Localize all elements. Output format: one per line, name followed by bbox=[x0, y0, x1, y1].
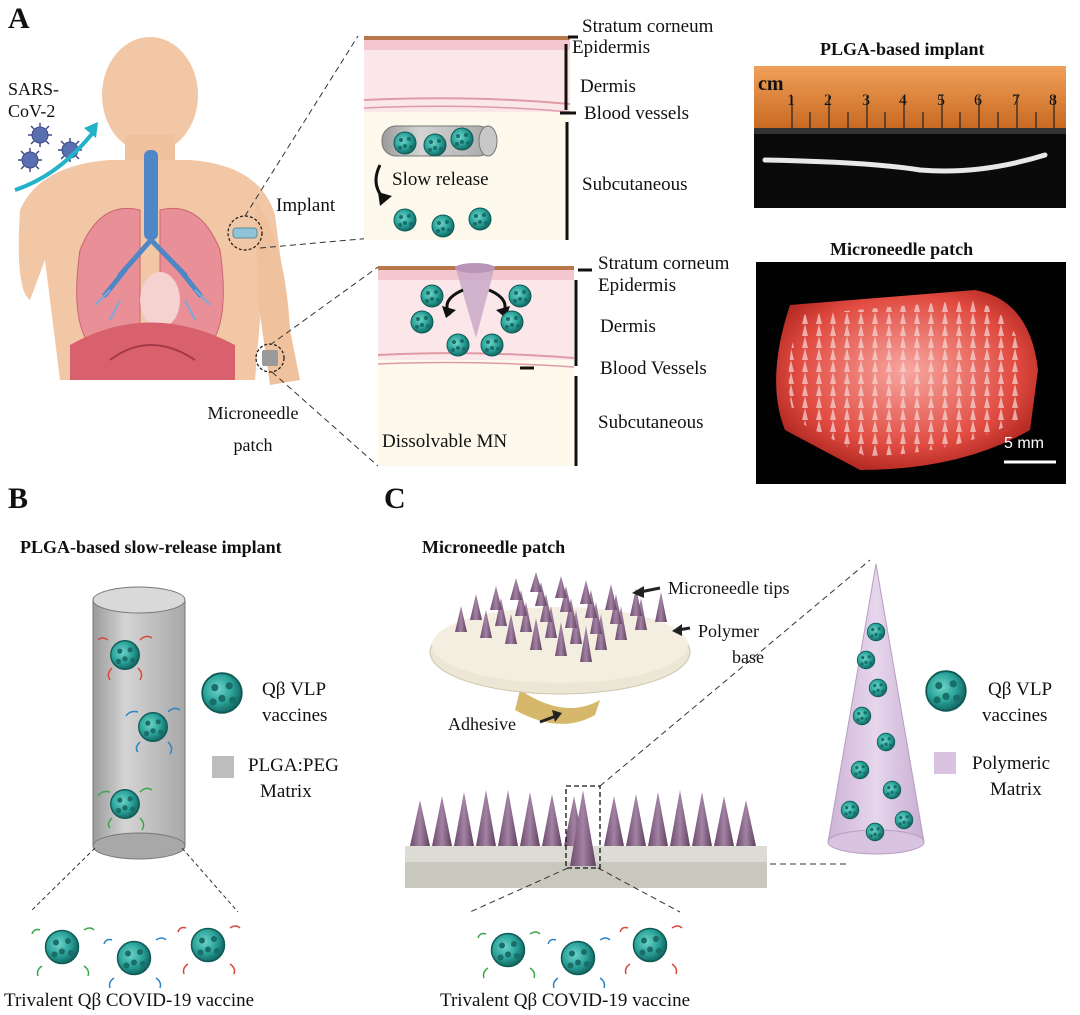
photo-title-plga-implant: PLGA-based implant bbox=[820, 39, 985, 59]
label-stratum-corneum-top: Stratum corneum bbox=[582, 16, 714, 37]
vlp-particle-icon bbox=[925, 670, 967, 712]
photo-title-microneedle-patch: Microneedle patch bbox=[830, 239, 974, 259]
panel-b-title: PLGA-based slow-release implant bbox=[20, 537, 282, 557]
panel-b-caption: Trivalent Qβ COVID-19 vaccine bbox=[4, 990, 255, 1011]
label-polymer-base-line2: base bbox=[732, 647, 764, 667]
legend-vlp-c-line2: vaccines bbox=[982, 705, 1048, 726]
ruler-tick-7: 7 bbox=[1012, 92, 1020, 109]
label-polymer-base-line1: Polymer bbox=[698, 621, 759, 641]
trivalent-vaccine-particles-c bbox=[477, 925, 683, 989]
layer-brackets-bottom bbox=[520, 268, 592, 466]
ruler-tick-2: 2 bbox=[824, 92, 832, 109]
panel-c-title: Microneedle patch bbox=[422, 537, 566, 557]
microneedle-label-line1: Microneedle bbox=[207, 403, 299, 423]
ruler-tick-6: 6 bbox=[974, 92, 982, 109]
virus-icon bbox=[17, 122, 83, 173]
microneedle-label-line2: patch bbox=[233, 435, 273, 455]
label-blood-vessels-bottom: Blood Vessels bbox=[600, 358, 707, 379]
label-epidermis-bottom: Epidermis bbox=[598, 275, 677, 296]
legend-matrix-b-line2: Matrix bbox=[260, 781, 312, 802]
ruler-unit: cm bbox=[758, 73, 784, 95]
microneedle-array-side bbox=[405, 785, 767, 888]
legend-matrix-c-line1: Polymeric bbox=[972, 753, 1051, 774]
ruler-tick-4: 4 bbox=[899, 92, 907, 109]
cone-icon bbox=[827, 563, 925, 855]
polymeric-matrix-swatch bbox=[934, 752, 956, 774]
panel-letter-b: B bbox=[8, 482, 29, 515]
legend-vlp-b-line2: vaccines bbox=[262, 705, 328, 726]
ruler-tick-5: 5 bbox=[937, 92, 945, 109]
label-subcutaneous-top: Subcutaneous bbox=[582, 174, 688, 195]
ruler-tick-1: 1 bbox=[787, 92, 795, 109]
arrow-icon bbox=[84, 122, 98, 138]
layer-brackets-top bbox=[560, 35, 578, 240]
legend-matrix-b-line1: PLGA:PEG bbox=[248, 755, 339, 776]
plga-implant-cylinder bbox=[92, 586, 186, 860]
arrow-icon bbox=[539, 586, 691, 724]
plga-matrix-swatch bbox=[212, 756, 234, 778]
ruler-tick-3: 3 bbox=[862, 92, 870, 109]
zoom-connectors-c bbox=[469, 559, 871, 913]
vlp-particle-icon bbox=[201, 672, 243, 714]
label-subcutaneous-bottom: Subcutaneous bbox=[598, 412, 704, 433]
legend-vlp-c-line1: Qβ VLP bbox=[988, 679, 1053, 700]
zoom-connectors-b bbox=[29, 847, 239, 913]
label-adhesive: Adhesive bbox=[448, 714, 516, 734]
label-microneedle-tips: Microneedle tips bbox=[668, 578, 790, 598]
panel-letter-a: A bbox=[8, 2, 30, 35]
zoom-connectors bbox=[244, 35, 379, 467]
skin-section-implant bbox=[363, 36, 571, 240]
label-dermis-bottom: Dermis bbox=[600, 316, 656, 337]
label-stratum-corneum-bottom: Stratum corneum bbox=[598, 253, 730, 274]
label-slow-release: Slow release bbox=[392, 169, 489, 190]
scale-bar-label: 5 mm bbox=[1004, 435, 1044, 452]
trivalent-vaccine-particles-b bbox=[31, 925, 241, 989]
ruler-tick-8: 8 bbox=[1049, 92, 1057, 109]
label-dissolvable-mn: Dissolvable MN bbox=[382, 431, 508, 452]
photo-plga-implant bbox=[754, 66, 1066, 208]
legend-matrix-c-line2: Matrix bbox=[990, 779, 1042, 800]
panel-letter-c: C bbox=[384, 482, 406, 515]
legend-vlp-b-line1: Qβ VLP bbox=[262, 679, 327, 700]
panel-c-caption: Trivalent Qβ COVID-19 vaccine bbox=[440, 990, 691, 1011]
implant-label: Implant bbox=[276, 195, 336, 216]
virus-label-line1: SARS- bbox=[8, 79, 60, 99]
virus-label-line2: CoV-2 bbox=[8, 101, 56, 121]
human-body-illustration bbox=[18, 37, 300, 385]
label-epidermis-top: Epidermis bbox=[572, 37, 651, 58]
label-blood-vessels-top: Blood vessels bbox=[584, 103, 690, 124]
arrow-icon bbox=[14, 128, 97, 192]
skin-section-microneedle bbox=[377, 263, 575, 466]
photo-microneedle-patch bbox=[756, 262, 1066, 484]
microneedle-patch-3d bbox=[429, 572, 691, 724]
label-dermis-top: Dermis bbox=[580, 76, 636, 97]
